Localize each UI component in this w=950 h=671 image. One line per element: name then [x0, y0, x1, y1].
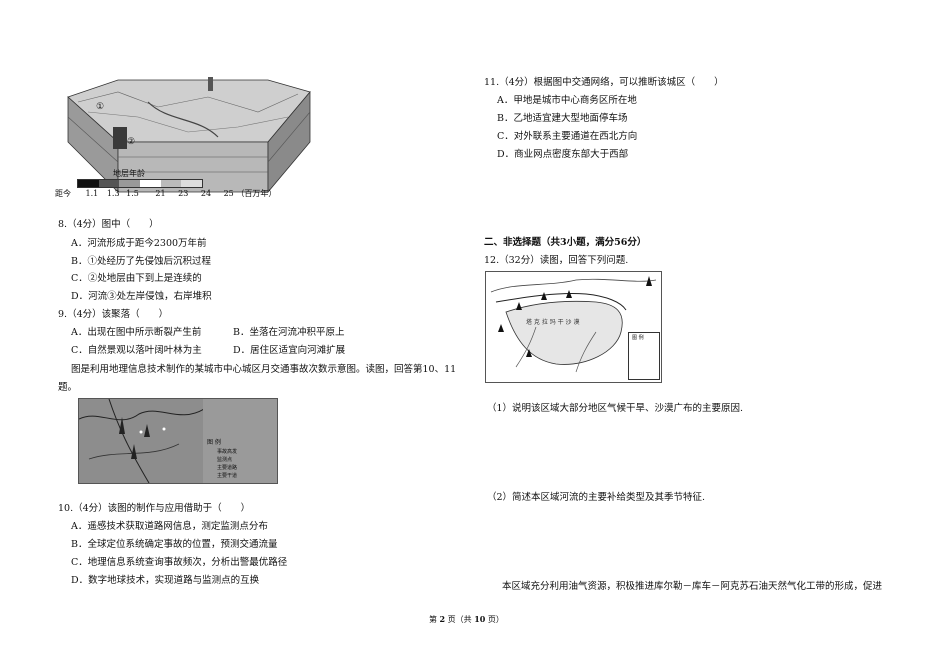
q8-stem: 8.（4分）图中（ ）	[58, 219, 159, 230]
q10-stem: 10.（4分）该图的制作与应用借助于（ ）	[58, 503, 251, 514]
traffic-map-legend: 图 例 事故高发 监测点 主要道路 主要干道	[203, 398, 278, 484]
marker-1: ①	[96, 102, 105, 112]
q8-option-a: A．河流形成于距今2300万年前	[71, 238, 207, 249]
scale-unit: （百万年）	[236, 189, 277, 198]
tarim-basin-map: 塔 克 拉 玛 干 沙 漠 图 例	[485, 271, 662, 383]
intro-10-11-line2: 题。	[58, 382, 78, 393]
scale-value: 24	[200, 189, 212, 198]
block-diagram-svg	[67, 77, 311, 194]
traffic-accident-map	[78, 398, 205, 484]
q9-option-a: A．出现在图中所示断裂产生前	[71, 327, 202, 338]
scale-prefix: 距今	[55, 189, 71, 198]
q12-sub1: （1）说明该区域大部分地区气候干旱、沙漠广布的主要原因.	[487, 403, 744, 414]
q11-option-a: A．甲地是城市中心商务区所在地	[497, 95, 637, 106]
traffic-map-svg	[78, 398, 205, 484]
footer-post: 页）	[487, 615, 504, 624]
marker-2: ②	[127, 137, 136, 147]
block-diagram-figure: ① ②	[58, 72, 316, 200]
q9-option-b: B．坐落在河流冲积平原上	[233, 327, 345, 338]
scale-value: 1.1	[85, 189, 99, 198]
legend-item: 监测点	[217, 457, 233, 463]
map-legend-box: 图 例	[628, 332, 660, 380]
scale-value: 21	[155, 189, 166, 198]
q10-option-c: C．地理信息系统查询事故频次，分析出警最优路径	[71, 557, 288, 568]
q10-option-a: A．遥感技术获取道路网信息，测定监测点分布	[71, 521, 268, 532]
q9-stem: 9.（4分）该聚落（ ）	[58, 309, 169, 320]
desert-label: 塔 克 拉 玛 干 沙 漠	[526, 319, 580, 326]
q8-option-b: B．①处经历了先侵蚀后沉积过程	[71, 256, 211, 267]
legend-color-bar	[77, 179, 203, 188]
q11-option-b: B．乙地适宜建大型地面停车场	[497, 113, 628, 124]
q9-option-d: D．居住区适宜向河滩扩展	[233, 345, 346, 356]
scale-value: 25	[223, 189, 234, 198]
q10-option-b: B．全球定位系统确定事故的位置，预测交通流量	[71, 539, 278, 550]
map-legend-title: 图 例	[632, 335, 644, 341]
legend-title: 地层年龄	[113, 169, 145, 178]
q10-option-d: D．数字地球技术，实现道路与监测点的互换	[71, 575, 260, 586]
q11-option-d: D．商业网点密度东部大于西部	[497, 149, 629, 160]
footer-mid: 页（共	[447, 615, 472, 624]
strata-age-legend: 地层年龄 距今 1.1 1.3 1.5 21 23 24 25 （百万年）	[55, 168, 277, 200]
legend-item: 事故高发	[217, 449, 238, 455]
legend-item: 主要干道	[217, 473, 238, 479]
scale-value: 23	[178, 189, 189, 198]
footer-pre: 第	[429, 615, 437, 624]
section-heading: 二、非选择题（共3小题，满分56分）	[484, 237, 647, 248]
footer-total: 10	[474, 614, 486, 624]
q12-sub2: （2）简述本区域河流的主要补给类型及其季节特征.	[487, 492, 706, 503]
scale-value: 1.3	[106, 189, 120, 198]
legend-item: 主要道路	[217, 465, 238, 471]
intro-10-11-line1: 图是利用地理信息技术制作的某城市中心城区月交通事故次数示意图。读图，回答第10、…	[71, 364, 457, 375]
tarim-map-svg	[490, 276, 657, 373]
q8-option-c: C．②处地层由下到上是连续的	[71, 273, 202, 284]
q11-option-c: C．对外联系主要通道在西北方向	[497, 131, 638, 142]
page-footer: 第 2 页（共 10 页）	[429, 614, 504, 625]
q12-paragraph: 本区域充分利用油气资源，积极推进库尔勒－库车－阿克苏石油天然气化工带的形成，促进	[502, 581, 883, 592]
q12-stem: 12.（32分）读图，回答下列问题.	[484, 255, 629, 266]
q11-stem: 11.（4分）根据图中交通网络，可以推断该城区（ ）	[484, 77, 724, 88]
q9-option-c: C．自然景观以落叶阔叶林为主	[71, 345, 202, 356]
legend-title: 图 例	[207, 439, 221, 446]
q8-option-d: D．河流③处左岸侵蚀，右岸堆积	[71, 291, 212, 302]
footer-page: 2	[439, 614, 446, 624]
scale-value: 1.5	[126, 189, 139, 198]
